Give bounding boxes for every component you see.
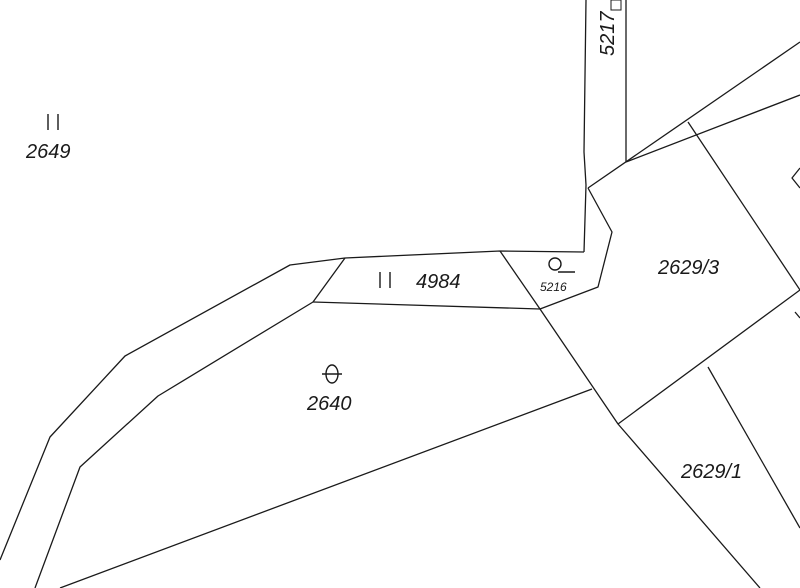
land-use-theta-icon xyxy=(322,364,342,384)
boundary-2629-3-south xyxy=(617,289,800,425)
boundary-ne-inner xyxy=(625,94,800,163)
boundary-right-edge-small xyxy=(794,311,800,319)
boundary-4984-bottom xyxy=(312,301,541,310)
boundary-5216-left xyxy=(499,250,541,310)
land-use-double-bar-icon xyxy=(379,272,391,288)
boundary-road-bottom xyxy=(34,257,346,588)
parcel-label-4984: 4984 xyxy=(416,271,461,293)
parcel-label-2629-3: 2629/3 xyxy=(657,257,719,279)
boundary-2629-1-east xyxy=(707,366,800,529)
boundary-right-edge-corner xyxy=(791,167,800,189)
water-body-icon xyxy=(548,257,575,273)
parcel-label-5216: 5216 xyxy=(540,280,567,294)
boundary-road-ne xyxy=(587,41,800,189)
parcel-label-2649: 2649 xyxy=(25,141,71,163)
parcel-label-2629-1: 2629/1 xyxy=(680,461,742,483)
boundary-2640-south xyxy=(59,388,593,588)
label-frame-5217 xyxy=(610,0,622,11)
boundary-5216-right xyxy=(539,187,613,310)
boundary-road-top xyxy=(0,250,585,561)
land-use-double-bar-icon xyxy=(47,114,59,130)
boundary-road-5217-left xyxy=(583,0,587,253)
parcel-label-5217: 5217 xyxy=(597,11,619,56)
boundary-2629-3-east xyxy=(687,121,800,291)
parcel-label-2640: 2640 xyxy=(306,393,352,415)
boundary-2640-east xyxy=(539,308,761,588)
